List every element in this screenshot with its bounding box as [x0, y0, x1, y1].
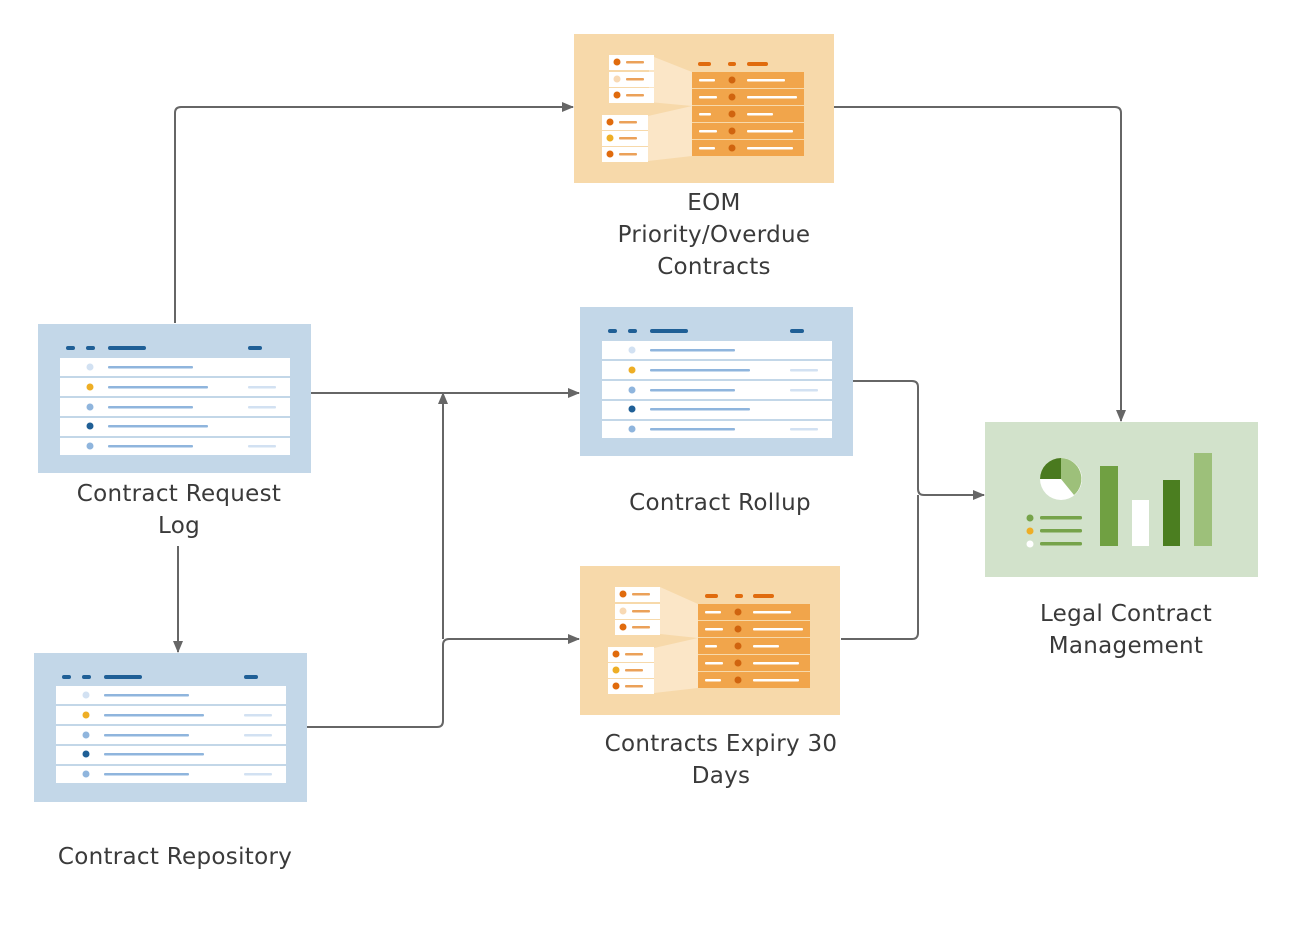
label-contracts-expiry-30-days: Contracts Expiry 30 Days: [604, 731, 838, 789]
pie-chart-icon: [1040, 458, 1082, 500]
label-legal-contract-management: Legal Contract Management: [1039, 601, 1213, 659]
edge-eom-to-legal: [834, 106, 1126, 422]
edge-expiry-to-legal: [841, 495, 919, 640]
edge-rollup-to-legal: [853, 380, 985, 500]
dashboard-chart-icon: [985, 422, 1258, 577]
edge-requestlog-to-eom: [174, 102, 574, 323]
sheet-grid-icon: [34, 653, 307, 802]
sheet-grid-icon: [38, 324, 311, 473]
label-contract-request-log: Contract Request Log: [76, 481, 282, 539]
label-contract-rollup: Contract Rollup: [629, 490, 811, 516]
report-icon: [580, 566, 840, 715]
report-icon: [574, 34, 834, 183]
edge-repository-to-expiry: [307, 634, 580, 728]
sheet-grid-icon: [580, 307, 853, 456]
label-eom-priority-overdue: EOM Priority/Overdue Contracts: [617, 190, 811, 280]
label-contract-repository: Contract Repository: [57, 844, 293, 870]
